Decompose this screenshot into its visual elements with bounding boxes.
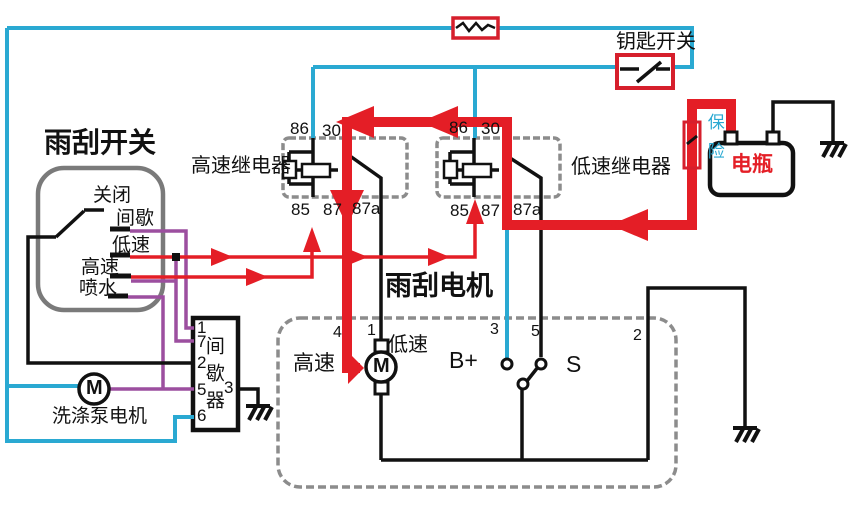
wiper-switch-box bbox=[38, 168, 163, 310]
intermittent-pin-2: 2 bbox=[197, 353, 207, 372]
wiper-motor-title: 雨刮电机 bbox=[385, 271, 493, 301]
motor-terminal-top bbox=[375, 340, 388, 352]
park-contact-bottom bbox=[518, 379, 528, 389]
hs-terminal-85: 85 bbox=[291, 200, 310, 219]
flow-arrow bbox=[246, 268, 268, 286]
washer-motor-label: 洗涤泵电机 bbox=[52, 406, 148, 427]
battery-label: 电瓶 bbox=[731, 153, 773, 176]
main-fuse-box bbox=[453, 18, 498, 38]
ls-terminal-86: 86 bbox=[449, 118, 468, 137]
wiper-switch-title: 雨刮开关 bbox=[44, 127, 157, 158]
intermittent-pin-5: 5 bbox=[197, 380, 207, 399]
main-fuse-symbol bbox=[453, 18, 498, 38]
battery-fuse-box bbox=[684, 122, 700, 168]
ls-terminal-87a: 87a bbox=[513, 200, 542, 219]
battery-fuse-symbol bbox=[684, 122, 700, 168]
intermittent-pin-6: 6 bbox=[197, 406, 207, 425]
flow-arrow bbox=[330, 190, 364, 226]
motor-pin-4: 4 bbox=[333, 324, 342, 341]
flow-arrow bbox=[303, 227, 321, 252]
intermittent-pin-1: 1 bbox=[197, 318, 207, 337]
intermittent-box bbox=[193, 318, 238, 430]
washer-motor-circle bbox=[79, 374, 109, 404]
battery-negative-terminal bbox=[767, 132, 779, 144]
flow-arrow bbox=[610, 209, 648, 241]
motor-low-label: 低速 bbox=[388, 334, 428, 356]
switch-pos-off: 关闭 bbox=[93, 185, 132, 206]
motor-pin-1: 1 bbox=[367, 322, 376, 339]
switch-pos-low: 低速 bbox=[112, 235, 151, 256]
key-switch-label: 钥匙开关 bbox=[616, 31, 696, 53]
intermittent-unit-name: 间歇器 bbox=[202, 336, 224, 417]
ls-relay-coil-resistor bbox=[444, 161, 457, 178]
flow-arrow bbox=[420, 106, 458, 138]
ground-symbol-motor bbox=[733, 428, 759, 442]
park-contact-top bbox=[536, 359, 546, 369]
fuse-label: 保险 bbox=[704, 113, 724, 171]
ls-terminal-30: 30 bbox=[481, 119, 500, 138]
flow-arrow bbox=[336, 106, 374, 138]
switch-pos-high: 高速 bbox=[81, 257, 120, 278]
flow-arrow bbox=[348, 352, 364, 384]
flow-arrow bbox=[428, 248, 450, 266]
switch-pos-wash: 喷水 bbox=[79, 278, 118, 299]
motor-terminal-bottom bbox=[375, 382, 388, 394]
intermittent-pin-7: 7 bbox=[197, 332, 207, 351]
motor-pin-2: 2 bbox=[633, 327, 642, 344]
flow-arrow bbox=[466, 199, 484, 224]
battery-positive-terminal bbox=[725, 132, 737, 144]
wiper-motor-letter: M bbox=[373, 355, 390, 377]
battery-box bbox=[710, 143, 793, 195]
hs-relay-coil bbox=[302, 164, 330, 177]
motor-pin-3: 3 bbox=[490, 321, 499, 338]
washer-motor-letter: M bbox=[86, 377, 103, 399]
hs-relay-label: 高速继电器 bbox=[191, 155, 291, 177]
switch-pos-intermittent: 间歇 bbox=[116, 208, 155, 229]
motor-bplus-label: B+ bbox=[449, 347, 478, 373]
hs-terminal-87a: 87a bbox=[352, 199, 381, 218]
bplus-contact bbox=[502, 359, 512, 369]
wire-junction-dot bbox=[172, 253, 180, 261]
motor-high-label: 高速 bbox=[293, 352, 335, 375]
battery-feed-path bbox=[330, 104, 731, 384]
wiper-motor-circle bbox=[366, 352, 396, 382]
ls-terminal-87: 87 bbox=[481, 201, 500, 220]
ls-relay-coil bbox=[463, 164, 491, 177]
hs-relay-coil-resistor bbox=[283, 161, 296, 178]
key-switch-symbol bbox=[617, 55, 673, 88]
ground-symbol-intermittent bbox=[246, 406, 272, 420]
ls-terminal-85: 85 bbox=[450, 201, 469, 220]
intermittent-washer-wire-net bbox=[109, 231, 194, 389]
key-switch-box bbox=[617, 55, 673, 88]
motor-park-label: S bbox=[566, 351, 582, 377]
ls-relay-label: 低速继电器 bbox=[571, 156, 671, 178]
hs-terminal-87: 87 bbox=[323, 200, 342, 219]
flow-arrow bbox=[211, 248, 233, 266]
ground-symbol-battery bbox=[820, 143, 846, 157]
hs-terminal-30: 30 bbox=[322, 121, 341, 140]
hs-terminal-86: 86 bbox=[290, 119, 309, 138]
motor-pin-5: 5 bbox=[531, 323, 540, 340]
intermittent-pin-3: 3 bbox=[224, 378, 234, 397]
